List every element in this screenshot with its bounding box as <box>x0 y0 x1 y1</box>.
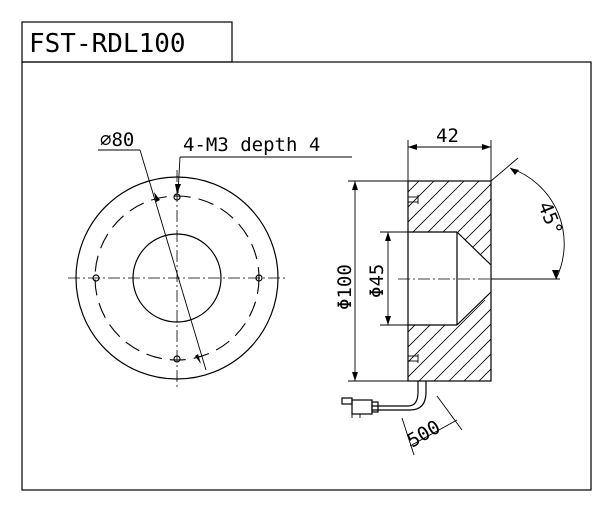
cable-dim-ext-left <box>401 417 415 456</box>
d100-arrow-bottom <box>352 372 358 381</box>
holes-arrow <box>175 184 181 194</box>
w42-arrow-left <box>408 144 417 150</box>
connector-collar <box>371 401 379 413</box>
d100-arrow-top <box>352 181 358 190</box>
hole-bottom <box>173 355 181 363</box>
cable-dim-ext-right <box>436 395 463 431</box>
angle45-label: 45° <box>533 199 566 239</box>
dia80-arrow-top <box>154 192 160 202</box>
hole-right <box>255 274 263 282</box>
angle-ext <box>490 157 519 182</box>
outer-frame <box>21 61 592 491</box>
dia100-label: Φ100 <box>334 264 356 310</box>
connector-tab <box>341 397 353 405</box>
taper-bottom <box>456 291 492 326</box>
model-title: FST-RDL100 <box>29 29 186 59</box>
connector-body <box>351 399 373 415</box>
cable-sheath <box>372 381 419 407</box>
angle-arrow-bottom <box>552 270 559 279</box>
angle-arrow-top <box>510 168 519 175</box>
front-view: ⌀80 4-M3 depth 4 <box>68 129 352 388</box>
cable-dimline <box>409 419 458 447</box>
d45-arrow-bottom <box>385 316 391 325</box>
cable-sheath-inner <box>372 381 427 411</box>
taper-top <box>456 231 492 266</box>
cable500-label: 500 <box>404 416 445 452</box>
angle-arc <box>509 167 565 280</box>
dia80-dimline <box>139 149 207 371</box>
d45-arrow-top <box>385 232 391 241</box>
dia80-label: ⌀80 <box>100 129 134 151</box>
hole-left <box>92 274 100 282</box>
dia80-arrow-bottom <box>195 354 201 364</box>
dia45-label: Φ45 <box>366 264 388 298</box>
w42-arrow-right <box>482 144 491 150</box>
title-box <box>21 21 233 63</box>
width42-label: 42 <box>436 125 459 147</box>
side-section-view: 42 Φ100 Φ45 45° 500 <box>334 125 567 456</box>
holes-label: 4-M3 depth 4 <box>183 134 320 156</box>
